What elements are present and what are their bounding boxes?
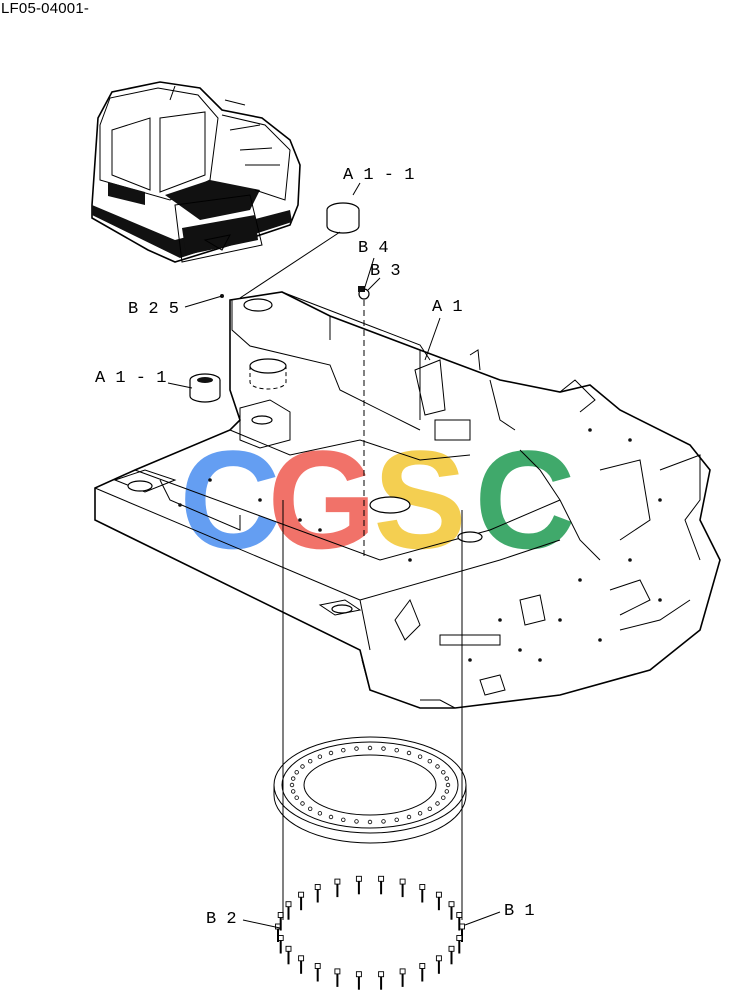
ring-bolt-hole bbox=[406, 750, 412, 756]
bolt-b3-b4 bbox=[358, 286, 370, 560]
ring-bolt bbox=[314, 884, 321, 903]
ring-bolt bbox=[378, 875, 385, 895]
ring-bolt-hole bbox=[354, 819, 359, 824]
callout-b2: B 2 bbox=[206, 910, 237, 929]
ring-bolt-hole bbox=[367, 745, 373, 751]
ring-bolt bbox=[355, 971, 362, 990]
ring-bolt-hole bbox=[291, 789, 296, 794]
cab-inset-drawing bbox=[91, 81, 301, 263]
ring-bolt-hole bbox=[308, 759, 313, 764]
ring-bolt bbox=[448, 901, 455, 920]
ring-bolt-hole bbox=[427, 806, 432, 811]
callout-labels: A 1 - 1 B 4 B 3 B 2 5 A 1 A 1 - 1 B 2 B … bbox=[95, 166, 535, 929]
ring-bolt bbox=[285, 901, 292, 920]
ring-bolt-hole bbox=[435, 801, 440, 806]
ring-bolt-hole bbox=[441, 770, 446, 775]
ring-bolt bbox=[419, 963, 426, 982]
callout-a1: A 1 bbox=[432, 298, 463, 317]
ring-bolt bbox=[298, 955, 305, 974]
ring-bolt bbox=[456, 935, 463, 954]
ring-bolt-hole bbox=[300, 764, 305, 769]
bolt-ring bbox=[275, 875, 465, 990]
ring-bolt bbox=[399, 968, 406, 987]
ring-bolt-hole bbox=[394, 817, 399, 822]
ring-bolt-hole bbox=[341, 817, 346, 822]
ring-bolt-hole bbox=[435, 764, 440, 769]
upper-frame-assembly bbox=[94, 291, 721, 709]
ring-bolt bbox=[355, 875, 362, 895]
ring-bolt-hole bbox=[444, 776, 449, 781]
ring-bolt-hole bbox=[289, 782, 295, 788]
ring-bolt-hole bbox=[328, 814, 334, 820]
ring-bolt bbox=[334, 968, 341, 987]
ring-bolt bbox=[419, 884, 426, 903]
callout-leaders bbox=[167, 182, 501, 929]
ring-bolt-hole bbox=[294, 795, 299, 800]
ring-bolt-hole bbox=[294, 770, 299, 775]
ring-bolt-hole bbox=[317, 754, 323, 759]
ring-bolt-hole bbox=[367, 819, 373, 825]
assembly-axes bbox=[282, 500, 463, 920]
ring-bolt-hole bbox=[417, 811, 423, 816]
callout-a1-1-left: A 1 - 1 bbox=[95, 369, 166, 388]
ring-bolt bbox=[314, 963, 321, 982]
ring-bolt-hole bbox=[381, 819, 386, 824]
swing-bearing-ring bbox=[273, 736, 467, 844]
ring-bolt bbox=[399, 878, 406, 898]
ring-bolt bbox=[298, 891, 305, 911]
ring-bolt-hole bbox=[308, 806, 313, 811]
ring-bolt-hole bbox=[328, 750, 334, 756]
ring-bolt bbox=[285, 945, 292, 965]
ring-bolt-hole bbox=[444, 789, 449, 794]
watermark-letter-g: G bbox=[268, 421, 377, 578]
ring-bolt-hole bbox=[441, 795, 446, 800]
ring-bolt bbox=[435, 955, 442, 974]
ring-bolt bbox=[334, 878, 341, 898]
bushing-a1-1-top bbox=[239, 202, 360, 299]
ring-bolt bbox=[435, 891, 442, 911]
ring-bolt bbox=[378, 971, 385, 990]
ring-bolt-hole bbox=[317, 811, 323, 816]
ring-bolt-hole bbox=[381, 746, 386, 751]
ring-bolt-hole bbox=[354, 746, 359, 751]
ring-bolt-hole bbox=[445, 782, 451, 788]
callout-a1-1-top: A 1 - 1 bbox=[343, 166, 414, 185]
ring-bolt-hole bbox=[341, 748, 346, 753]
ring-bolt bbox=[448, 945, 455, 965]
callout-b3: B 3 bbox=[370, 262, 401, 281]
ring-bolt-hole bbox=[291, 776, 296, 781]
ring-bolt-hole bbox=[394, 748, 399, 753]
callout-b25: B 2 5 bbox=[128, 300, 179, 319]
ring-bolt-hole bbox=[427, 759, 432, 764]
ring-bolt-hole bbox=[417, 754, 423, 759]
watermark-letter-c2: C bbox=[474, 421, 575, 578]
callout-b4: B 4 bbox=[358, 239, 389, 258]
ring-bolt-hole bbox=[406, 814, 412, 820]
callout-b1: B 1 bbox=[504, 902, 535, 921]
drawing-code: LF05-04001- bbox=[1, 0, 90, 17]
bushing-a1-1-left bbox=[189, 373, 221, 403]
ring-bolt-hole bbox=[300, 801, 305, 806]
